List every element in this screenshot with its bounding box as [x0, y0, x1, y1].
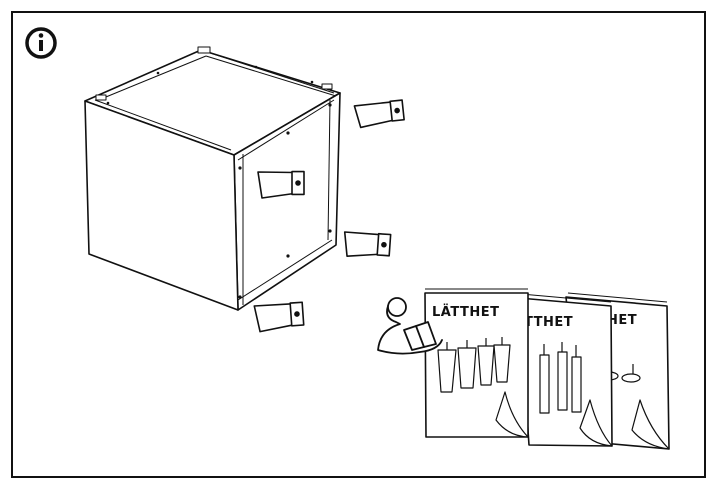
cabinet-leg-3	[343, 231, 392, 258]
reading-person-icon	[377, 297, 443, 355]
cabinet-frame	[84, 46, 341, 311]
booklet-2: TTHET	[518, 293, 613, 447]
cabinet-leg-2	[257, 170, 305, 199]
cabinet-legs	[253, 99, 405, 333]
booklet-3-title: HET	[607, 313, 637, 328]
booklet-2-title: TTHET	[524, 315, 573, 330]
booklet-1: LÄTTHET	[424, 288, 529, 438]
info-icon	[25, 27, 57, 59]
cabinet-leg-4	[253, 301, 305, 333]
booklet-1-title: LÄTTHET	[432, 304, 500, 320]
page-frame	[11, 11, 706, 478]
cabinet-leg-1	[353, 99, 405, 129]
booklet-stack: HET TTHET	[424, 288, 670, 450]
